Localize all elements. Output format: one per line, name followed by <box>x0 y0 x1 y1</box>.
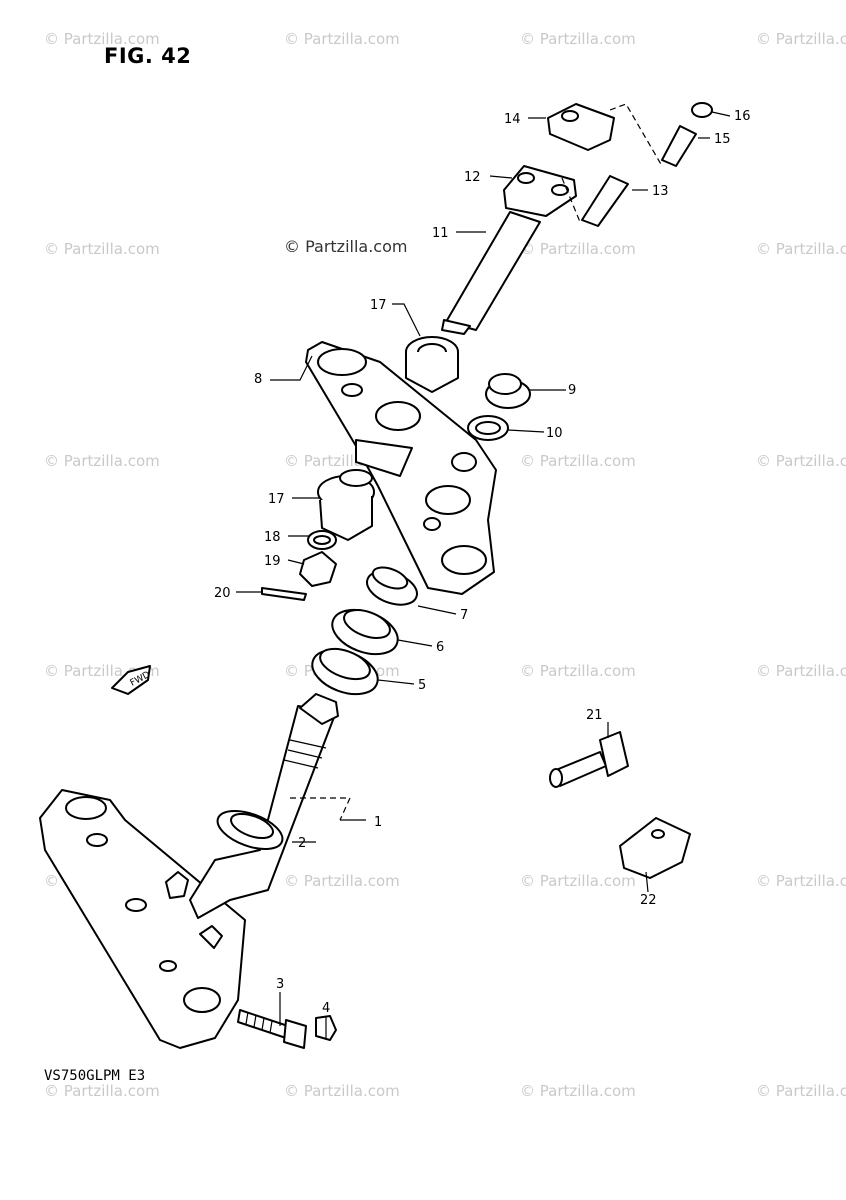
callout-8: 8 <box>254 372 262 387</box>
callout-3: 3 <box>276 977 284 992</box>
watermark: © Partzilla.com <box>520 1082 636 1100</box>
watermark: © Partzilla.com <box>44 240 160 258</box>
cap-16 <box>691 102 713 118</box>
callout-19: 19 <box>264 554 281 569</box>
watermark: © Partzilla.com <box>520 30 636 48</box>
watermark: © Partzilla.com <box>44 452 160 470</box>
watermark: © Partzilla.com <box>520 662 636 680</box>
bushing-17-upper <box>405 336 459 393</box>
handlebar-holder <box>441 165 577 335</box>
watermark-main: © Partzilla.com <box>284 237 408 256</box>
nut-7 <box>366 566 418 606</box>
watermark: © Partzilla.com <box>756 452 846 470</box>
callout-1: 1 <box>374 815 382 830</box>
callout-13: 13 <box>652 184 669 199</box>
bearing-5 <box>311 647 379 696</box>
callout-18: 18 <box>264 530 281 545</box>
watermark: © Partzilla.com <box>756 872 846 890</box>
callout-12: 12 <box>464 170 481 185</box>
washer-18 <box>307 530 337 550</box>
callout-6: 6 <box>436 640 444 655</box>
watermark: © Partzilla.com <box>756 1082 846 1100</box>
figure-title: FIG. 42 <box>104 44 192 68</box>
callout-5: 5 <box>418 678 426 693</box>
bolt-13 <box>581 175 629 227</box>
key-plate <box>619 817 691 879</box>
leader-lines <box>236 103 731 1040</box>
cap-9 <box>485 373 531 409</box>
watermark: © Partzilla.com <box>284 30 400 48</box>
watermark: © Partzilla.com <box>520 240 636 258</box>
watermark: © Partzilla.com <box>284 872 400 890</box>
callout-2: 2 <box>298 836 306 851</box>
callout-21: 21 <box>586 708 603 723</box>
watermark: © Partzilla.com <box>520 452 636 470</box>
watermark: © Partzilla.com <box>44 30 160 48</box>
watermark: © Partzilla.com <box>284 1082 400 1100</box>
callout-17-lower: 17 <box>268 492 285 507</box>
callout-4: 4 <box>322 1001 330 1016</box>
washer-10 <box>467 415 509 441</box>
lower-bracket <box>39 789 246 1049</box>
callout-16: 16 <box>734 109 751 124</box>
pin-20 <box>261 587 307 601</box>
callout-9: 9 <box>568 383 576 398</box>
callout-11: 11 <box>432 226 449 241</box>
race-6 <box>331 608 399 656</box>
ignition-switch <box>549 731 629 788</box>
bolt-15 <box>661 125 697 167</box>
bearing-2 <box>216 809 284 851</box>
fwd-arrow: FWD <box>111 665 152 695</box>
steering-stem <box>189 693 339 919</box>
bushing-17-lower <box>317 469 375 541</box>
upper-bracket <box>305 341 497 595</box>
nut-19 <box>299 551 337 587</box>
clamp-14 <box>547 103 615 151</box>
watermark: © Partzilla.com <box>756 240 846 258</box>
watermark: © Partzilla.com <box>756 662 846 680</box>
watermark: © Partzilla.com <box>44 1082 160 1100</box>
callout-17-upper: 17 <box>370 298 387 313</box>
watermark: © Partzilla.com <box>756 30 846 48</box>
callout-22: 22 <box>640 893 657 908</box>
callout-15: 15 <box>714 132 731 147</box>
watermark: © Partzilla.com <box>520 872 636 890</box>
callout-20: 20 <box>214 586 231 601</box>
bolt-3 <box>237 1009 307 1049</box>
callout-10: 10 <box>546 426 563 441</box>
callout-14: 14 <box>504 112 521 127</box>
callouts: 1 2 3 4 5 6 7 8 9 10 11 12 13 14 15 16 1… <box>214 109 751 1016</box>
model-code: VS750GLPM E3 <box>44 1068 146 1084</box>
callout-7: 7 <box>460 608 468 623</box>
